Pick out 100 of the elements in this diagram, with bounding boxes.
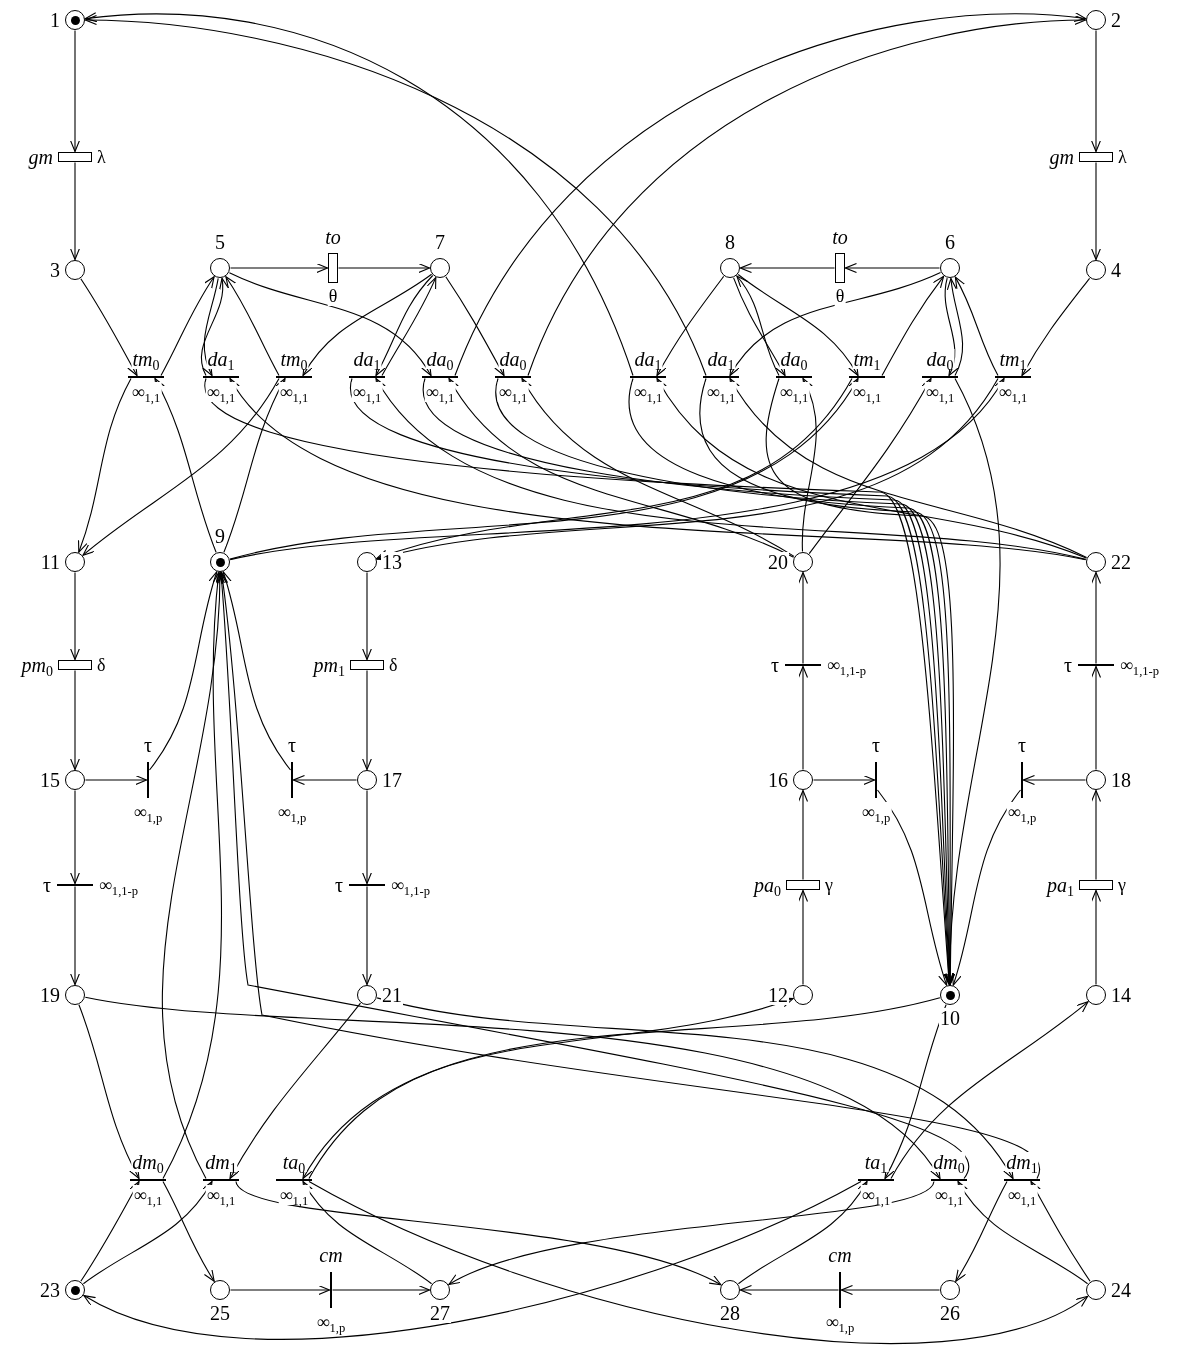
arc-arrow xyxy=(890,1001,1089,1180)
arc-arrow xyxy=(82,1180,213,1285)
arc-arrow xyxy=(736,275,780,377)
arc-arrow xyxy=(801,377,817,553)
firing-rate: ∞$_{1,1}$ xyxy=(497,382,529,402)
arc-arrow xyxy=(69,789,81,885)
place-number: 19 xyxy=(39,985,61,1005)
place-number: 2 xyxy=(1110,10,1122,30)
place-number: 15 xyxy=(39,770,61,790)
arc-arrow xyxy=(361,885,373,986)
firing-rate: ∞$_{1,1}$ xyxy=(205,382,237,402)
arc-arrow xyxy=(656,275,725,377)
arc-arrow xyxy=(737,273,859,377)
arc-arrow xyxy=(292,774,358,786)
arc-arrow xyxy=(1090,789,1102,881)
arc-arrow xyxy=(445,276,505,377)
arc-arrow xyxy=(302,997,941,1180)
arc-arrow xyxy=(957,1180,1089,1285)
place-number: 7 xyxy=(434,232,446,252)
arc-arrow xyxy=(954,276,999,377)
firing-rate: ∞$_{1,1}$ xyxy=(851,382,883,402)
arc-arrow xyxy=(361,789,373,885)
arc-arrow xyxy=(947,277,964,377)
arc-arrow xyxy=(448,1180,935,1285)
arc-arrow xyxy=(78,1004,140,1180)
firing-rate: ∞$_{1,1}$ xyxy=(130,382,162,402)
place-number: 25 xyxy=(209,1303,231,1323)
transition-name: dm$_{0}$ xyxy=(131,1152,165,1172)
place-number: 10 xyxy=(939,1008,961,1028)
arc-arrow xyxy=(69,29,81,153)
arc-arrow xyxy=(808,377,932,555)
arc-arrow xyxy=(1022,774,1087,786)
arc-arrow xyxy=(337,262,431,274)
firing-rate: ∞$_{1,1}$ xyxy=(424,382,456,402)
firing-rate: θ xyxy=(327,286,339,306)
firing-rate: ∞$_{1,1}$ xyxy=(278,382,310,402)
place-number: 27 xyxy=(429,1303,451,1323)
place-number: 17 xyxy=(381,770,403,790)
arc-arrow xyxy=(739,262,836,274)
place-number: 3 xyxy=(49,260,61,280)
arc-arrow xyxy=(225,276,280,377)
place-number: 8 xyxy=(724,232,736,252)
arc-arrow xyxy=(381,277,437,377)
arc-arrow xyxy=(844,262,941,274)
place-number: 11 xyxy=(39,552,61,572)
firing-rate: ∞$_{1,1}$ xyxy=(205,1185,237,1205)
arc-arrow xyxy=(448,377,795,558)
arc-arrow xyxy=(737,1180,868,1285)
transition-name: dm$_{0}$ xyxy=(932,1152,966,1172)
firing-rate: ∞$_{1,1}$ xyxy=(278,1185,310,1205)
arc-arrow xyxy=(228,272,432,377)
transition-name: da$_{0}$ xyxy=(425,349,455,369)
place-number: 5 xyxy=(214,232,226,252)
place-number: 28 xyxy=(719,1303,741,1323)
arc-arrow xyxy=(951,789,1022,986)
place-number: 26 xyxy=(939,1303,961,1323)
arc-arrow xyxy=(154,377,217,553)
transition-name: da$_{1}$ xyxy=(206,349,236,369)
arc-arrow xyxy=(229,377,859,560)
transition-name: da$_{1}$ xyxy=(706,349,736,369)
place-number: 12 xyxy=(767,985,789,1005)
arc-arrow xyxy=(69,885,81,986)
arc-arrow xyxy=(812,774,876,786)
place-number: 4 xyxy=(1110,260,1122,280)
arc-arrow xyxy=(84,996,941,1180)
arc-arrow xyxy=(229,262,329,274)
arc-arrow xyxy=(308,997,794,1180)
place-number: 16 xyxy=(767,770,789,790)
arc-arrow xyxy=(83,1180,862,1340)
firing-rate: ∞$_{1,1}$ xyxy=(997,382,1029,402)
transition-name: dm$_{1}$ xyxy=(1005,1152,1039,1172)
arc-arrow xyxy=(656,377,1087,559)
arc-arrow xyxy=(69,669,81,771)
firing-rate: ∞$_{1,1}$ xyxy=(860,1185,892,1205)
firing-rate: ∞$_{1,1}$ xyxy=(1006,1185,1038,1205)
arc-arrow xyxy=(729,377,1088,558)
arc-arrow xyxy=(739,1284,840,1296)
arc-arrow xyxy=(302,273,433,377)
arc-arrow xyxy=(77,377,132,553)
place-number: 21 xyxy=(381,985,403,1005)
place-number: 13 xyxy=(381,552,403,572)
firing-rate: θ xyxy=(834,286,846,306)
arc-arrow xyxy=(235,1180,722,1286)
arc-arrow xyxy=(797,789,809,881)
transition-name: da$_{0}$ xyxy=(498,349,528,369)
arc-arrow xyxy=(955,1180,1008,1282)
arc-arrow xyxy=(521,377,795,557)
arc-arrow xyxy=(221,571,292,771)
place-number: 1 xyxy=(49,10,61,30)
arc-arrow xyxy=(876,789,949,986)
transition-name: da$_{1}$ xyxy=(633,349,663,369)
place-number: 6 xyxy=(944,232,956,252)
arc-arrow xyxy=(361,669,373,771)
firing-rate: ∞$_{1,1}$ xyxy=(705,382,737,402)
arc-arrow xyxy=(229,1002,362,1180)
arc-arrow xyxy=(82,377,280,556)
arc-arrow xyxy=(223,377,286,553)
arc-arrow xyxy=(69,161,81,261)
place-number: 24 xyxy=(1110,1280,1132,1300)
arc-arrow xyxy=(308,1180,1089,1344)
